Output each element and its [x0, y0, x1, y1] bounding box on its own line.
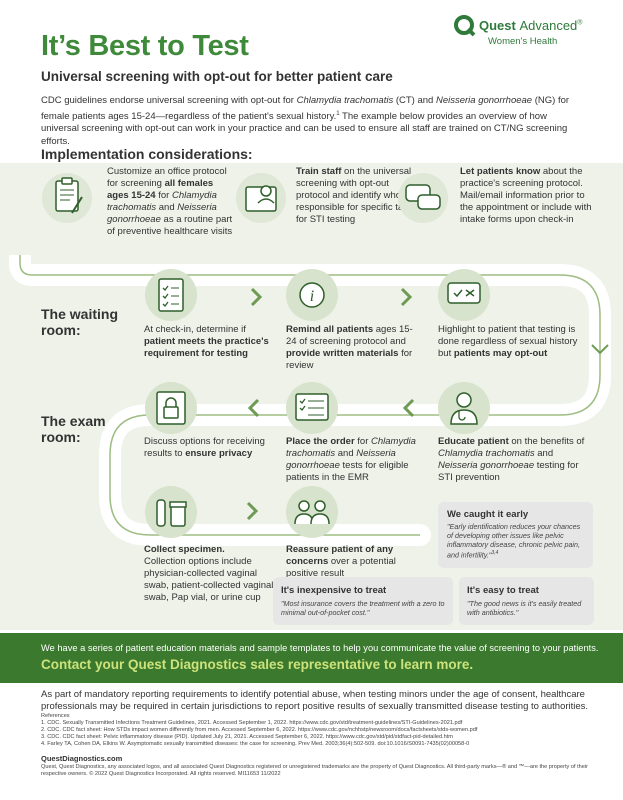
reference-item: 2. CDC. CDC fact sheet: How STDs impact … — [41, 727, 478, 733]
callout-caught-title: We caught it early — [447, 509, 529, 520]
exam-room-label: The exam room: — [41, 413, 106, 445]
step-arrows — [246, 287, 415, 521]
impl-item-let-patients-know: Let patients know about the practice's s… — [460, 166, 592, 225]
info-icon: i — [286, 269, 338, 321]
order-list-icon — [286, 382, 338, 434]
contact-band-text: We have a series of patient education ma… — [41, 643, 599, 653]
page-subtitle: Universal screening with opt-out for bet… — [41, 69, 393, 84]
callout-easy-title: It's easy to treat — [467, 585, 539, 596]
impl-item-protocol: Customize an office protocol for screeni… — [107, 166, 233, 237]
waiting-step-remind: Remind all patients ages 15-24 of screen… — [286, 324, 413, 371]
callout-easy: It's easy to treat "The good news is it'… — [459, 577, 594, 625]
legal-notice: Quest, Quest Diagnostics, any associated… — [41, 764, 588, 778]
callout-caught-early: We caught it early "Early identification… — [438, 502, 593, 568]
logo-suffix: Advanced — [519, 18, 578, 33]
chat-bubbles-icon — [398, 173, 448, 223]
website-link[interactable]: QuestDiagnostics.com — [41, 754, 123, 763]
exam-step-privacy: Discuss options for receiving results to… — [144, 436, 265, 459]
page-title: It’s Best to Test — [41, 30, 249, 62]
reference-item: 3. CDC. CDC fact sheet: Pelvic inflammat… — [41, 734, 453, 740]
lock-icon — [145, 382, 197, 434]
references: References 1. CDC. Sexually Transmitted … — [41, 713, 601, 748]
checkmark-bubble-icon — [438, 269, 490, 321]
final-step-collect-specimen: Collect specimen.Collection options incl… — [144, 544, 274, 603]
staff-training-icon — [236, 173, 286, 223]
callout-inexpensive-body: "Most insurance covers the treatment wit… — [281, 599, 445, 617]
callout-easy-body: "The good news is it's easily treated wi… — [467, 599, 582, 617]
impl-item-train-staff: Train staff on the universal screening w… — [296, 166, 418, 225]
reference-item: 1. CDC. Sexually Transmitted Infections … — [41, 720, 463, 726]
contact-band: We have a series of patient education ma… — [0, 633, 623, 683]
logo-mark: ® — [577, 19, 583, 27]
waiting-room-label: The waiting room: — [41, 306, 118, 338]
callout-inexpensive-title: It's inexpensive to treat — [281, 585, 387, 596]
implementation-band — [0, 163, 623, 263]
quest-logo: Quest Advanced® Women's Health — [453, 14, 593, 54]
checklist-icon — [145, 269, 197, 321]
contact-band-cta: Contact your Quest Diagnostics sales rep… — [41, 657, 474, 672]
intro-paragraph: CDC guidelines endorse universal screeni… — [41, 95, 570, 147]
callout-inexpensive: It's inexpensive to treat "Most insuranc… — [273, 577, 453, 625]
logo-brand: Quest — [479, 18, 516, 33]
exam-step-place-order: Place the order for Chlamydia trachomati… — [286, 436, 416, 483]
waiting-step-highlight: Highlight to patient that testing is don… — [438, 324, 578, 359]
exam-step-educate: Educate patient on the benefits of Chlam… — [438, 436, 585, 483]
logo-tagline: Women's Health — [488, 36, 558, 47]
mandatory-reporting-note: As part of mandatory reporting requireme… — [41, 689, 589, 712]
reference-item: 4. Farley TA, Cohen DA, Elkins W. Asympt… — [41, 741, 470, 747]
callout-caught-body: "Early identification reduces your chanc… — [447, 522, 581, 560]
svg-text:i: i — [310, 288, 314, 305]
patient-consult-icon — [286, 486, 338, 538]
references-heading: References — [41, 713, 70, 719]
waiting-step-check-in: At check-in, determine if patient meets … — [144, 324, 269, 359]
clipboard-protocol-icon — [42, 173, 92, 223]
process-path — [9, 255, 611, 546]
specimen-tube-icon — [145, 486, 197, 538]
final-step-reassure: Reassure patient of any concerns over a … — [286, 544, 396, 579]
quest-logo-icon — [454, 15, 476, 37]
doctor-icon — [438, 382, 490, 434]
implementation-heading: Implementation considerations: — [41, 146, 253, 162]
